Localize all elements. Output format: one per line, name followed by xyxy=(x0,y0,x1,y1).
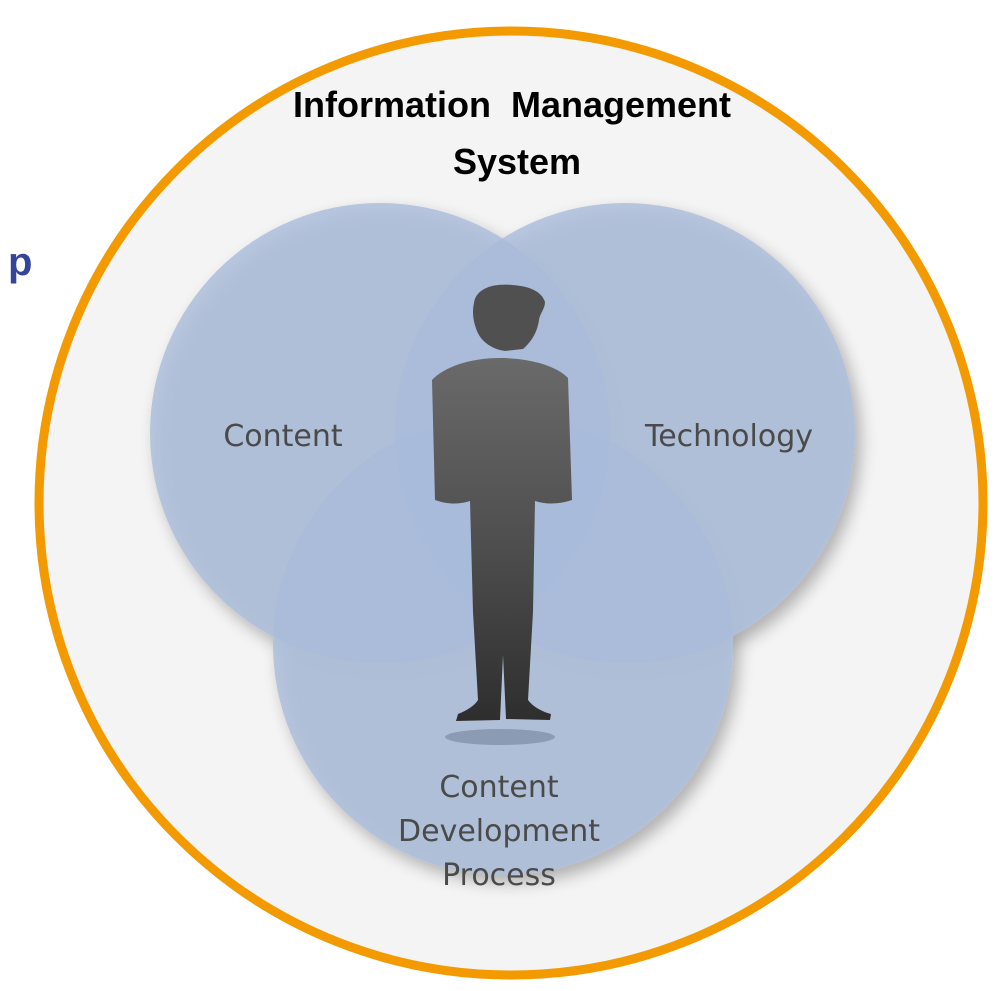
person-head xyxy=(473,284,545,351)
cropped-text-fragment: p xyxy=(8,240,32,284)
label-process-line-3: Process xyxy=(442,858,556,893)
diagram-title-line-2: System xyxy=(453,141,581,182)
label-content: Content xyxy=(223,419,343,454)
person-shadow xyxy=(445,729,555,745)
person-body xyxy=(432,358,572,721)
label-process-line-2: Development xyxy=(398,814,600,849)
label-process-line-1: Content xyxy=(439,770,559,805)
person-silhouette-icon xyxy=(432,284,572,745)
label-technology: Technology xyxy=(644,419,813,454)
diagram-title-line-1: Information Management xyxy=(293,84,731,125)
